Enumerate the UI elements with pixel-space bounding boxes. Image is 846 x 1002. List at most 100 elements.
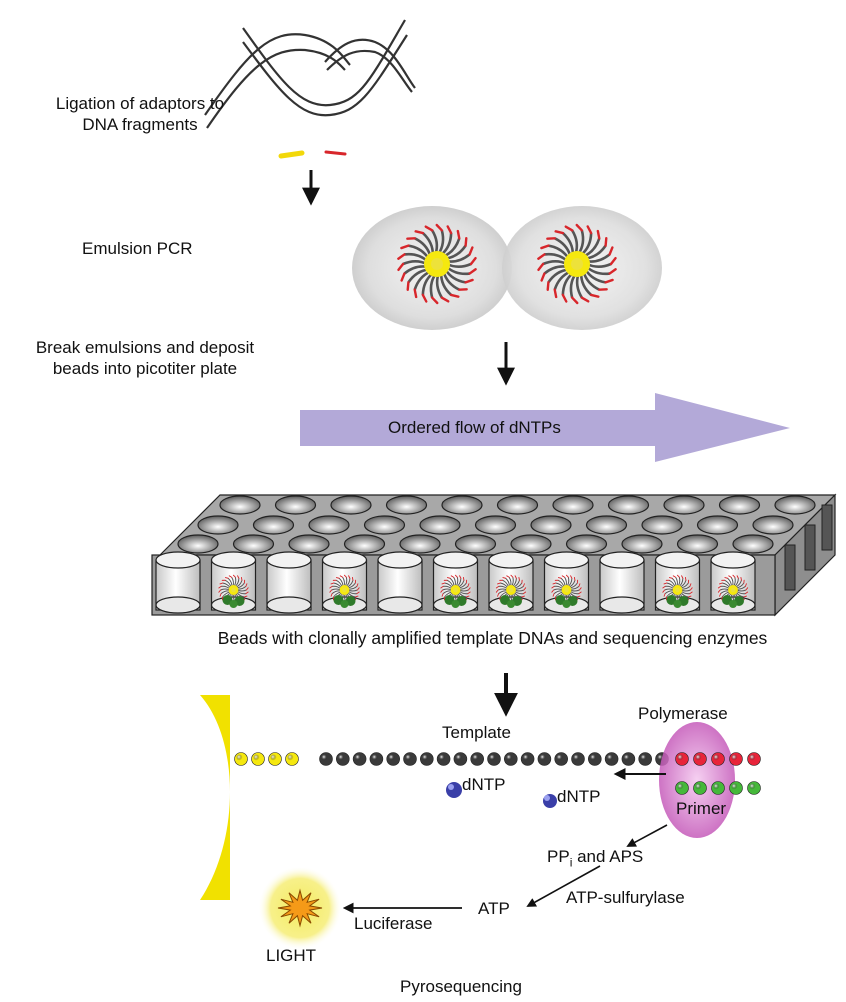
luciferase-label: Luciferase [354,914,433,933]
strand-adaptor [467,591,471,595]
plate-hole [177,534,219,554]
polymerase-icon [659,722,735,838]
strand-adaptor [446,577,451,579]
well-top [543,551,590,569]
strand-adaptor [354,595,359,598]
well-bead-icon [218,574,249,608]
strand-adaptor [521,595,525,598]
plate-hole [496,495,539,515]
strand-adaptor [495,589,499,593]
plate-hole [676,534,719,554]
strand-adaptor [676,574,680,578]
strand-adaptor [596,229,601,240]
plate-hole [718,495,761,515]
enzyme [451,600,460,608]
strand-adaptor [743,595,747,598]
strand-adaptor [540,272,546,282]
ppi-rest-text: and APS [572,847,644,866]
strand-adaptor [497,582,501,585]
plate-hole [399,534,441,554]
strand-adaptor [553,288,558,299]
plate-slot [804,524,816,571]
plate-hole [274,495,317,515]
strand-adaptor [329,585,333,589]
dntp-highlight-2 [544,795,550,801]
strand-adaptor [668,577,673,579]
enzyme [340,600,349,608]
strand-adaptor [435,223,444,232]
plate-hole [774,495,816,515]
strand-adaptor [224,577,229,579]
strand-adaptor [575,223,584,232]
strand-adaptor [232,574,236,578]
strand-adaptor [604,278,614,284]
plate-hole [696,515,739,535]
well-top [155,551,201,569]
emulsion-pcr-label: Emulsion PCR [82,239,193,258]
primer-bead-shine [731,783,738,790]
strand-adaptor [552,593,555,597]
strand-bead-shine [749,754,756,761]
plate-slot [821,504,833,551]
plate-hole [621,534,663,554]
polymerase-label: Polymerase [638,704,728,723]
strand-adaptor [565,574,569,578]
template-bead-shine [371,754,378,761]
strand-adaptor [717,589,721,593]
plate-hole [219,495,261,515]
strand-adaptor [522,591,527,595]
strand-adaptor [514,575,517,579]
primer-label: Primer [676,799,727,818]
dntp-icon-1 [446,782,462,798]
break-emulsions-label: Break emulsions and deposit beads into p… [0,337,290,379]
strand-adaptor [554,230,565,235]
strand-adaptor [689,587,693,591]
strand-adaptor [467,583,470,587]
strand-adaptor [578,583,581,587]
plate-hole [385,495,428,515]
strand-adaptor [343,574,347,578]
picotiter-plate [151,493,837,617]
ligation-label-line1: Ligation of adaptors to [55,94,225,113]
bead-core-inner [342,587,347,593]
strand-adaptor [421,293,428,303]
template-bead-shine [355,754,362,761]
ligation-label: Ligation of adaptors to DNA fragments [30,93,250,135]
plate-hole [607,495,650,515]
strand-adaptor [462,577,465,581]
plate-hole [552,495,594,515]
break-label-line2: beads into picotiter plate [52,359,238,378]
template-bead-shine [539,754,546,761]
dna-chain [234,752,669,766]
plate-hole [252,515,295,535]
emulsion-droplets [352,206,662,330]
strand-adaptor [662,585,666,589]
strand-adaptor [430,296,439,305]
primer-bead-shine [713,783,720,790]
well-bottom [155,596,201,614]
strand-adaptor [339,575,344,578]
plate-hole [663,495,705,515]
plate-slot [784,544,796,591]
bead-core-inner [730,587,736,593]
strand-adaptor [459,575,462,579]
well-top [266,551,312,569]
dntp-highlight-1 [448,784,454,790]
strand-adaptor [523,587,527,591]
bead-core-inner [231,587,236,593]
primer-bead-shine [749,783,756,790]
strand-adaptor [604,237,608,247]
strand-adaptor [400,244,410,250]
ppi-text: PP [547,847,570,866]
strand-adaptor [609,256,617,266]
solid-support-icon [200,695,230,900]
template-bead-shine [405,754,412,761]
strand-adaptor [546,281,550,291]
strand-adaptor [552,582,557,585]
strand-adaptor [608,268,617,275]
strand-adaptor [400,272,406,282]
dna-fragments-icon [204,19,416,129]
strand-adaptor [237,575,240,579]
flow-arrow-shape [300,393,790,462]
strand-bead-shine [695,754,702,761]
